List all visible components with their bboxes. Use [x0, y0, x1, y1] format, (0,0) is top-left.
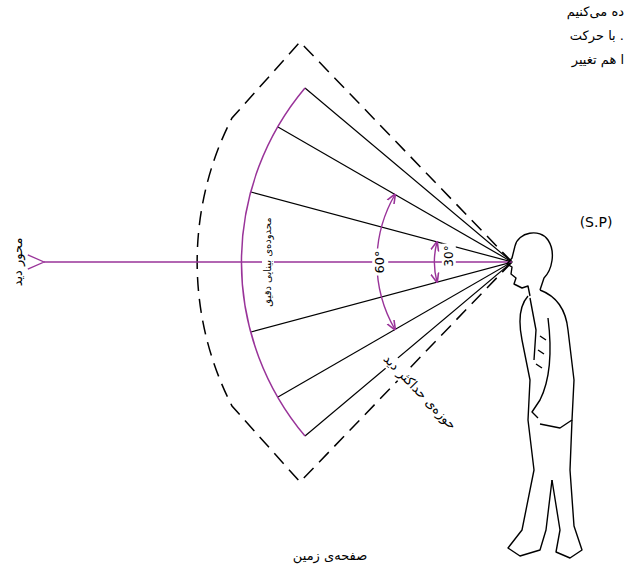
cut-off-text: ا هم تغییر [570, 52, 626, 68]
cut-off-text: . با حرکت [568, 28, 626, 44]
station-point-label: (S.P) [578, 214, 615, 231]
ground-plane-label: صفحه‌ی زمین [291, 548, 369, 564]
precise-vision-label: محدوده‌ی بینایی دقیق [262, 215, 274, 308]
standing-man [507, 233, 582, 558]
angle-label: 30° [442, 243, 456, 268]
cut-off-text: ده می‌کنیم [565, 4, 626, 20]
axis-label: محور دید [10, 236, 26, 289]
angle-arc-30 [434, 242, 437, 282]
max-field-label: حوزه‌ی حداکثر دید [379, 350, 461, 434]
angle-label: 60° [372, 248, 388, 275]
